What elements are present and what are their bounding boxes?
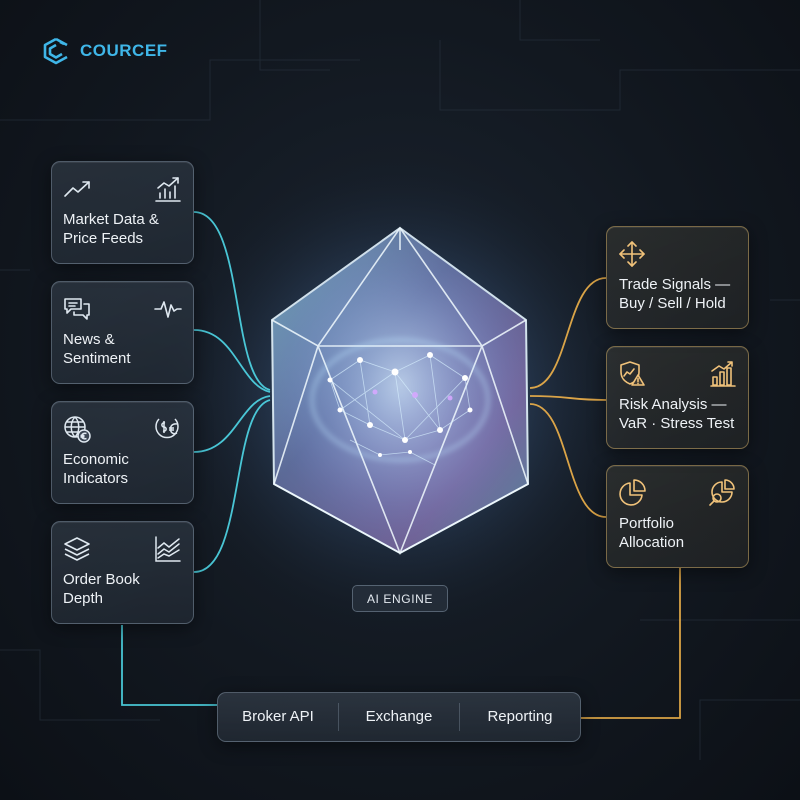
output-card-label: Trade Signals —Buy / Sell / Hold (619, 276, 731, 312)
globe-euro-icon (64, 416, 91, 443)
integrations-bar: Broker API Exchange Reporting (217, 692, 581, 742)
chat-bubbles-icon (64, 298, 90, 320)
output-card-trade-signals: Trade Signals —Buy / Sell / Hold (606, 226, 749, 329)
input-connectors (121, 211, 271, 706)
neural-nodes-accent (372, 389, 453, 401)
neural-network-brain (310, 338, 490, 462)
bar-chart-icon (710, 361, 736, 387)
bar-chart-trend-icon (155, 177, 181, 202)
brand-logo: COURCEF (40, 36, 168, 66)
ai-engine-label: AI ENGINE (352, 585, 448, 612)
pie-chart-icon (619, 479, 646, 506)
input-card-market-data: Market Data &Price Feeds (51, 161, 194, 264)
circuit-lines (0, 0, 800, 760)
input-card-label: News &Sentiment (63, 331, 131, 367)
logo-mark-icon (43, 37, 68, 65)
dollar-euro-icon (155, 418, 179, 439)
integration-broker-api: Broker API (218, 703, 339, 731)
output-card-risk-analysis: Risk Analysis —VaR · Stress Test (606, 346, 749, 449)
pie-chart-zoom-icon (709, 479, 735, 506)
move-arrows-icon (619, 241, 645, 267)
brand-name: COURCEF (80, 41, 168, 60)
output-connectors (529, 277, 681, 719)
pulse-icon (154, 301, 182, 318)
depth-chart-icon (155, 536, 181, 562)
integration-reporting: Reporting (487, 708, 553, 725)
input-card-news-sentiment: News &Sentiment (51, 281, 194, 384)
layers-icon (64, 537, 90, 561)
trending-up-icon (64, 181, 90, 197)
output-card-label: Risk Analysis —VaR · Stress Test (619, 396, 735, 432)
shield-warning-icon (620, 361, 645, 386)
input-card-label: Market Data &Price Feeds (63, 211, 159, 247)
neural-nodes (327, 352, 473, 457)
integration-exchange: Exchange (339, 703, 460, 731)
ai-engine-gem (270, 226, 530, 556)
